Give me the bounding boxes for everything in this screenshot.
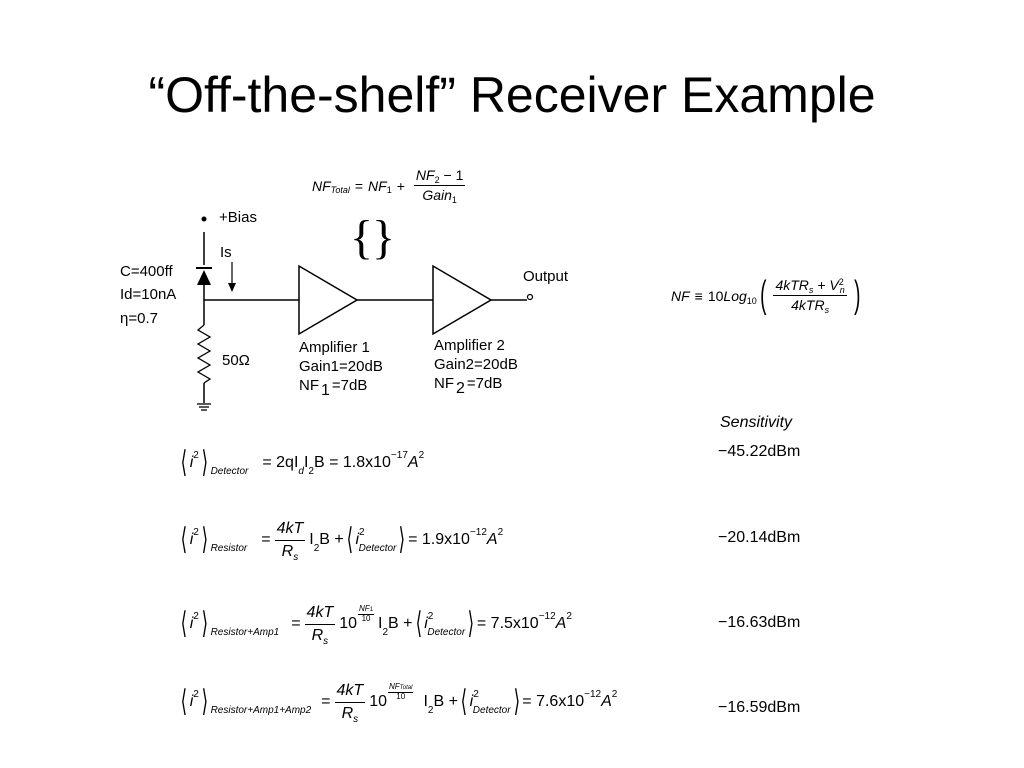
slide-title: “Off-the-shelf” Receiver Example (148, 67, 876, 123)
bias-label: +Bias (219, 209, 257, 226)
efficiency-label: η=0.7 (120, 310, 158, 327)
sensitivity-header: Sensitivity (720, 414, 793, 431)
amp2-gain: Gain2=20dB (434, 356, 518, 373)
sensitivity-value-3: −16.63dBm (718, 614, 801, 631)
amp1-name: Amplifier 1 (299, 339, 370, 356)
resistor-symbol (196, 324, 212, 384)
resistor-label: 50Ω (222, 352, 250, 369)
curly-brace: { (350, 211, 373, 264)
amp2-name: Amplifier 2 (434, 337, 505, 354)
amplifier-1-symbol (298, 264, 359, 336)
photodiode-symbol (196, 267, 212, 300)
curly-brace-mid: } (372, 211, 395, 264)
output-label: Output (523, 268, 569, 285)
sensitivity-value-1: −45.22dBm (718, 443, 801, 460)
capacitance-label: C=400ff (120, 263, 173, 280)
sensitivity-value-2: −20.14dBm (718, 529, 801, 546)
current-arrow (228, 262, 236, 292)
is-label: Is (220, 244, 232, 261)
dark-current-label: Id=10nA (120, 286, 177, 303)
amp1-gain: Gain1=20dB (299, 358, 383, 375)
bias-terminal (201, 216, 207, 222)
amplifier-2-symbol (432, 264, 493, 336)
output-terminal (526, 293, 534, 301)
ground-symbol (197, 403, 211, 411)
sensitivity-value-4: −16.59dBm (718, 699, 801, 716)
